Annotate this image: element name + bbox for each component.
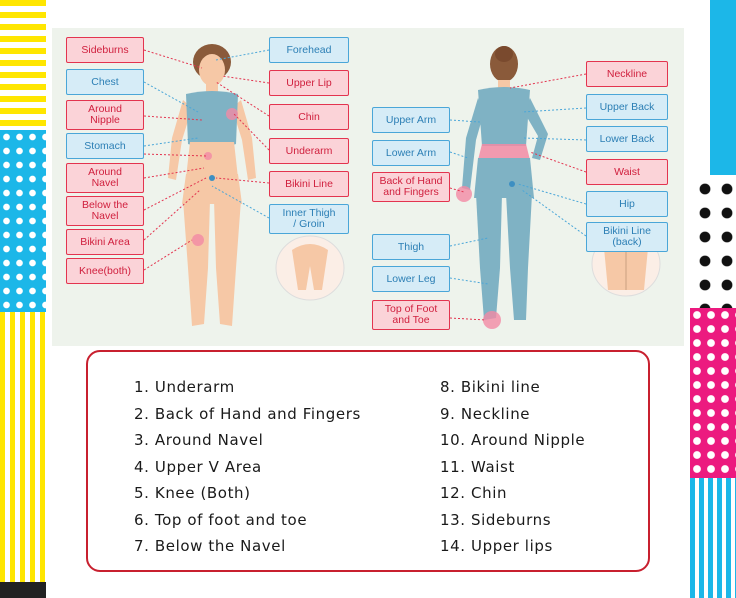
- label-stomach: Stomach: [66, 133, 144, 159]
- list-item: 1. Underarm: [134, 378, 235, 396]
- label-top-of-foot: Top of Foot and Toe: [372, 300, 450, 330]
- label-underarm: Underarm: [269, 138, 349, 164]
- left-dots-blue: [0, 130, 46, 312]
- body-diagram: Sideburns Chest Around Nipple Stomach Ar…: [52, 28, 684, 346]
- label-upper-lip: Upper Lip: [269, 70, 349, 96]
- list-item: 10. Around Nipple: [440, 431, 586, 449]
- label-forehead: Forehead: [269, 37, 349, 63]
- list-item: 6. Top of foot and toe: [134, 510, 308, 529]
- list-item: 3. Around Navel: [134, 431, 264, 449]
- left-stripe-yellow: [0, 0, 46, 130]
- label-around-navel: Around Navel: [66, 163, 144, 193]
- label-upper-back: Upper Back: [586, 94, 668, 120]
- list-item: 13. Sideburns: [440, 510, 552, 529]
- right-block-blue: [690, 0, 736, 175]
- right-dots-pink: [690, 308, 736, 478]
- label-below-navel: Below the Navel: [66, 196, 144, 226]
- list-item: 5. Knee (Both): [134, 484, 251, 502]
- label-thigh: Thigh: [372, 234, 450, 260]
- list-item: 7. Below the Navel: [134, 537, 286, 555]
- list-item: 11. Waist: [440, 457, 515, 476]
- list-item: 8. Bikini line: [440, 378, 541, 396]
- label-knee-both: Knee(both): [66, 258, 144, 284]
- front-figure: [143, 44, 345, 326]
- label-bikini-line: Bikini Line: [269, 171, 349, 197]
- list-item: 9. Neckline: [440, 404, 531, 423]
- label-neckline: Neckline: [586, 61, 668, 87]
- left-stripe-bottom: [0, 488, 46, 598]
- label-waist: Waist: [586, 159, 668, 185]
- list-item: 12. Chin: [440, 484, 508, 502]
- label-bikini-line-back: Bikini Line (back): [586, 222, 668, 252]
- list-column-right: 8. Bikini line 9. Neckline 10. Around Ni…: [440, 374, 585, 560]
- label-bikini-area: Bikini Area: [66, 229, 144, 255]
- label-chin: Chin: [269, 104, 349, 130]
- label-upper-arm: Upper Arm: [372, 107, 450, 133]
- label-lower-back: Lower Back: [586, 126, 668, 152]
- treatment-areas-list: 1. Underarm 2. Back of Hand and Fingers …: [86, 350, 650, 572]
- label-inner-thigh-groin: Inner Thigh / Groin: [269, 204, 349, 234]
- left-stripe-yellow-vertical: [0, 312, 46, 488]
- list-item: 4. Upper V Area: [134, 457, 262, 476]
- list-item: 2. Back of Hand and Fingers: [134, 404, 361, 423]
- label-lower-leg: Lower Leg: [372, 266, 450, 292]
- right-dots-black: [690, 175, 736, 308]
- label-hip: Hip: [586, 191, 668, 217]
- list-item: 14. Upper lips: [440, 537, 553, 555]
- body-figures: [143, 44, 661, 329]
- label-lower-arm: Lower Arm: [372, 140, 450, 166]
- label-sideburns: Sideburns: [66, 37, 144, 63]
- label-chest: Chest: [66, 69, 144, 95]
- back-figure: [449, 46, 661, 329]
- right-stripe-blue: [690, 478, 736, 598]
- label-back-of-hand: Back of Hand and Fingers: [372, 172, 450, 202]
- list-column-left: 1. Underarm 2. Back of Hand and Fingers …: [134, 374, 361, 560]
- label-around-nipple: Around Nipple: [66, 100, 144, 130]
